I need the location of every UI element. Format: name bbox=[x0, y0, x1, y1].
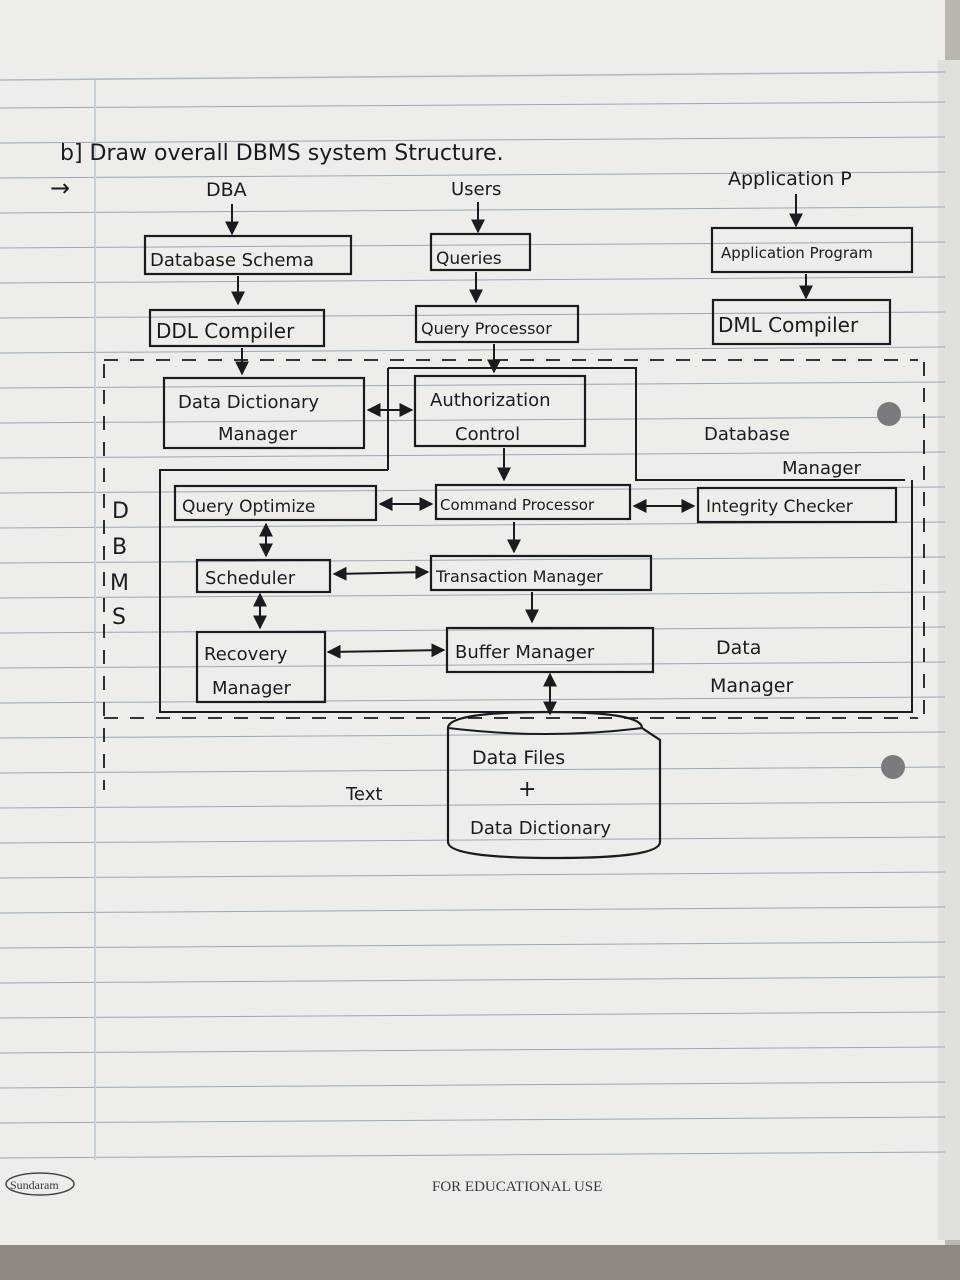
ruled-line bbox=[0, 241, 946, 249]
authorization-control-label-1: Authorization bbox=[430, 390, 551, 411]
ruled-line bbox=[0, 801, 946, 809]
dbms-letter-m: M bbox=[110, 571, 129, 596]
recovery-manager-box bbox=[195, 630, 327, 704]
ruled-line bbox=[0, 416, 946, 424]
punch-hole bbox=[877, 402, 901, 426]
storage-cylinder-rim bbox=[447, 727, 643, 735]
transaction-manager-box bbox=[429, 554, 653, 592]
query-processor-label: Query Processor bbox=[421, 319, 552, 338]
database-schema-label: Database Schema bbox=[150, 250, 314, 271]
scheduler-label: Scheduler bbox=[205, 568, 296, 589]
ruled-line bbox=[0, 381, 946, 389]
footer-text: FOR EDUCATIONAL USE bbox=[432, 1179, 602, 1195]
header-line bbox=[0, 71, 946, 81]
ruled-line bbox=[0, 591, 946, 599]
ruled-line bbox=[0, 1081, 946, 1089]
arrow-scheduler-transaction bbox=[332, 565, 430, 581]
authorization-control-box bbox=[413, 374, 587, 448]
next-page-edge bbox=[938, 60, 960, 1240]
ruled-line bbox=[0, 836, 946, 844]
ruled-line bbox=[0, 206, 946, 214]
ruled-line bbox=[0, 626, 946, 634]
database-manager-label-2: Manager bbox=[782, 458, 861, 479]
ruled-line bbox=[0, 136, 946, 144]
ruled-line bbox=[0, 731, 946, 739]
storage-label-2: + bbox=[518, 777, 536, 802]
stray-text-label: Text bbox=[345, 784, 382, 805]
queries-box bbox=[429, 232, 532, 272]
ruled-line bbox=[0, 346, 946, 354]
ddl-compiler-box bbox=[148, 308, 326, 348]
authorization-control-label-2: Control bbox=[455, 424, 520, 445]
storage-label-1: Data Files bbox=[472, 747, 565, 769]
integrity-checker-box bbox=[696, 486, 898, 524]
database-manager-region bbox=[388, 367, 905, 481]
storage-label-3: Data Dictionary bbox=[470, 818, 611, 839]
brand-logo-text: Sundaram bbox=[10, 1178, 59, 1192]
query-processor-box bbox=[414, 304, 580, 344]
arrow-recovery-buffer bbox=[326, 643, 446, 659]
ruled-line bbox=[0, 1116, 946, 1124]
transaction-manager-label: Transaction Manager bbox=[435, 567, 603, 586]
ruled-line bbox=[0, 976, 946, 984]
application-program-label: Application Program bbox=[721, 244, 873, 262]
application-program-box bbox=[710, 226, 914, 274]
ruled-line bbox=[0, 1011, 946, 1019]
database-manager-label-1: Database bbox=[704, 424, 790, 445]
data-manager-label-2: Manager bbox=[710, 675, 793, 697]
data-dictionary-manager-label-2: Manager bbox=[218, 424, 297, 445]
input-application: Application P bbox=[728, 168, 852, 190]
fabric-edge bbox=[0, 1245, 960, 1280]
data-manager-region bbox=[159, 469, 913, 713]
dbms-letter-s: S bbox=[112, 605, 126, 630]
buffer-manager-box bbox=[445, 626, 655, 674]
database-schema-box bbox=[143, 234, 353, 276]
data-dictionary-manager-label-1: Data Dictionary bbox=[178, 392, 319, 413]
command-processor-label: Command Processor bbox=[440, 496, 595, 514]
ruled-line bbox=[0, 556, 946, 564]
ruled-lines bbox=[0, 101, 946, 1159]
ruled-line bbox=[0, 696, 946, 704]
ruled-line bbox=[0, 941, 946, 949]
margin-arrow: → bbox=[50, 174, 70, 202]
ruled-line bbox=[0, 276, 946, 284]
data-dictionary-manager-box bbox=[162, 376, 366, 450]
punch-hole bbox=[881, 755, 905, 779]
input-users: Users bbox=[451, 179, 501, 200]
ruled-line bbox=[0, 661, 946, 669]
ruled-line bbox=[0, 451, 946, 459]
integrity-checker-label: Integrity Checker bbox=[706, 497, 853, 517]
dml-compiler-box bbox=[711, 298, 892, 346]
ruled-line bbox=[0, 311, 946, 319]
ruled-line bbox=[0, 906, 946, 914]
dbms-letter-d: D bbox=[112, 499, 129, 524]
dbms-letter-b: B bbox=[112, 535, 127, 560]
question-heading: b] Draw overall DBMS system Structure. bbox=[60, 141, 504, 166]
ruled-line bbox=[0, 101, 946, 109]
ruled-line bbox=[0, 171, 946, 179]
queries-label: Queries bbox=[436, 249, 502, 269]
input-dba: DBA bbox=[206, 179, 247, 201]
query-optimizer-label: Query Optimize bbox=[182, 497, 315, 517]
data-manager-label-1: Data bbox=[716, 637, 761, 659]
storage-cylinder bbox=[446, 710, 662, 860]
query-optimizer-box bbox=[173, 484, 378, 522]
ruled-line bbox=[0, 766, 946, 774]
recovery-manager-label-2: Manager bbox=[212, 678, 291, 699]
ruled-line bbox=[0, 1046, 946, 1054]
scheduler-box bbox=[195, 558, 332, 594]
dml-compiler-label: DML Compiler bbox=[718, 313, 859, 337]
buffer-manager-label: Buffer Manager bbox=[455, 642, 595, 663]
ruled-line bbox=[0, 1151, 946, 1159]
recovery-manager-label-1: Recovery bbox=[204, 644, 288, 665]
command-processor-box bbox=[434, 483, 632, 521]
brand-logo bbox=[5, 1172, 75, 1196]
ddl-compiler-label: DDL Compiler bbox=[156, 319, 295, 343]
ruled-line bbox=[0, 871, 946, 879]
